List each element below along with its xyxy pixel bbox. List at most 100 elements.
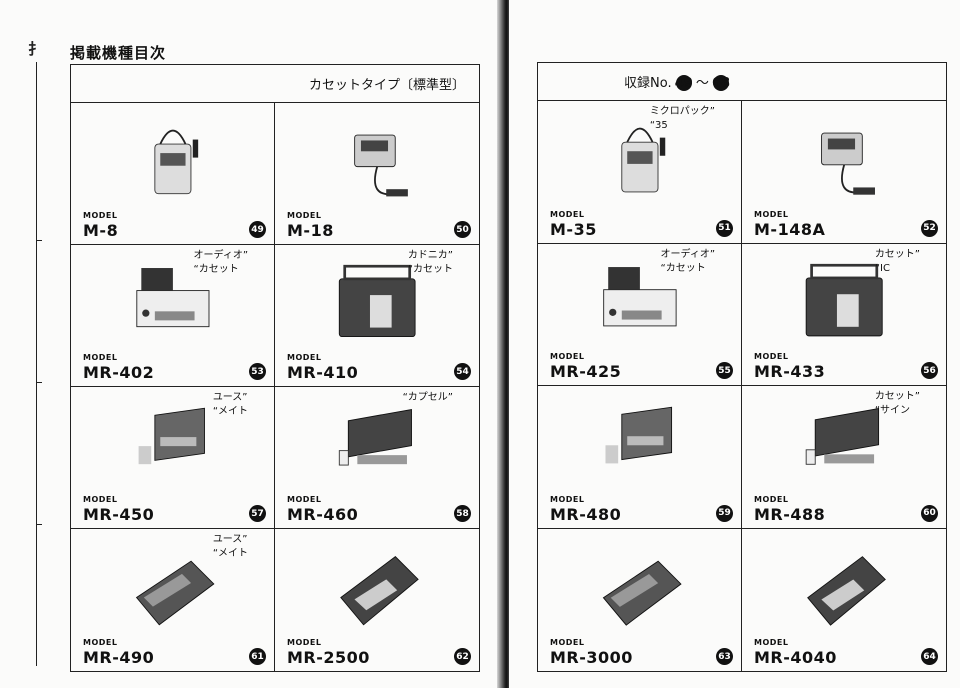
model-name: MR-425 bbox=[550, 362, 622, 381]
product-photo bbox=[579, 115, 701, 206]
model-label: MODEL bbox=[287, 211, 322, 220]
model-label: MODEL bbox=[287, 495, 322, 504]
entry-number-badge: 52 bbox=[921, 219, 938, 237]
margin-tick bbox=[36, 382, 42, 383]
product-photo bbox=[579, 258, 701, 349]
model-label: MODEL bbox=[287, 353, 322, 362]
product-caption: “カプセル” bbox=[402, 392, 453, 403]
model-name: MR-480 bbox=[550, 504, 622, 524]
model-label: MODEL bbox=[83, 638, 118, 647]
product-photo bbox=[783, 543, 905, 634]
range-to-badge: 68 bbox=[711, 75, 731, 92]
model-label: MODEL bbox=[83, 495, 118, 504]
entry-number-badge: 49 bbox=[249, 221, 266, 238]
category-label: カセットタイプ〔標準型〕 bbox=[308, 78, 465, 93]
product-photo bbox=[579, 543, 701, 634]
model-name: MR-402 bbox=[83, 363, 155, 382]
product-photo bbox=[783, 115, 905, 206]
model-name: M-148A bbox=[754, 219, 826, 239]
product-caption: ミクロパック” “35 bbox=[649, 106, 715, 131]
model-label: MODEL bbox=[754, 209, 789, 219]
product-caption: カセット” “サイン bbox=[874, 391, 920, 416]
model-label: MODEL bbox=[83, 353, 118, 362]
product-photo bbox=[316, 543, 438, 634]
range-from-badge: 49 bbox=[674, 75, 693, 92]
product-caption: ユース” “メイト bbox=[212, 392, 248, 417]
model-label: MODEL bbox=[83, 211, 118, 220]
model-name: MR-490 bbox=[83, 648, 155, 667]
entry-number-badge: 50 bbox=[454, 221, 471, 238]
product-photo bbox=[316, 259, 438, 349]
product-caption: オーディオ” “カセット bbox=[660, 248, 715, 274]
product-photo bbox=[112, 543, 234, 634]
model-name: MR-450 bbox=[83, 505, 155, 524]
model-name: M-8 bbox=[83, 221, 119, 240]
model-label: MODEL bbox=[550, 638, 585, 647]
entry-number-badge: 53 bbox=[249, 363, 266, 380]
model-name: MR-3000 bbox=[550, 648, 633, 667]
range-prefix: 収録No. bbox=[624, 75, 672, 91]
product-photo bbox=[316, 117, 438, 207]
model-name: M-35 bbox=[550, 219, 597, 239]
product-photo bbox=[316, 401, 438, 491]
entry-number-badge: 62 bbox=[454, 648, 471, 665]
model-label: MODEL bbox=[550, 494, 585, 504]
entry-number-badge: 60 bbox=[921, 504, 938, 522]
entry-number-badge: 51 bbox=[716, 219, 733, 237]
edge-mark: 扌 bbox=[28, 40, 44, 58]
model-name: MR-4040 bbox=[754, 648, 837, 667]
product-caption: カドニカ” “カセット bbox=[407, 250, 453, 275]
entry-number-badge: 64 bbox=[921, 648, 938, 665]
product-caption: オーディオ” “カセット bbox=[193, 250, 248, 275]
entry-number-badge: 59 bbox=[716, 504, 733, 522]
entry-number-badge: 63 bbox=[716, 648, 733, 665]
range-label: 収録No. 49 〜 68 bbox=[624, 72, 731, 92]
range-tilde: 〜 bbox=[695, 75, 709, 91]
entry-number-badge: 56 bbox=[921, 362, 938, 379]
model-label: MODEL bbox=[287, 638, 322, 647]
margin-rule bbox=[36, 62, 37, 666]
model-name: MR-488 bbox=[754, 504, 826, 524]
model-label: MODEL bbox=[754, 494, 789, 504]
product-photo bbox=[579, 400, 701, 491]
model-name: MR-2500 bbox=[287, 648, 370, 667]
margin-tick bbox=[36, 240, 42, 241]
entry-number-badge: 58 bbox=[454, 505, 471, 522]
grid-header: カセットタイプ〔標準型〕 bbox=[71, 65, 479, 103]
product-caption: ユース” “メイト bbox=[212, 534, 248, 559]
entry-number-badge: 54 bbox=[454, 363, 471, 380]
product-photo bbox=[112, 117, 234, 207]
entry-number-badge: 61 bbox=[249, 648, 266, 665]
entry-number-badge: 55 bbox=[716, 362, 733, 379]
model-label: MODEL bbox=[550, 352, 585, 361]
margin-tick bbox=[36, 524, 42, 525]
grid-header: 収録No. 49 〜 68 bbox=[538, 63, 946, 101]
model-name: MR-460 bbox=[287, 505, 359, 524]
model-label: MODEL bbox=[754, 352, 789, 361]
model-name: MR-410 bbox=[287, 363, 359, 382]
model-label: MODEL bbox=[550, 209, 585, 219]
product-photo bbox=[783, 258, 905, 349]
product-photo bbox=[112, 259, 234, 349]
model-name: M-18 bbox=[287, 221, 334, 240]
